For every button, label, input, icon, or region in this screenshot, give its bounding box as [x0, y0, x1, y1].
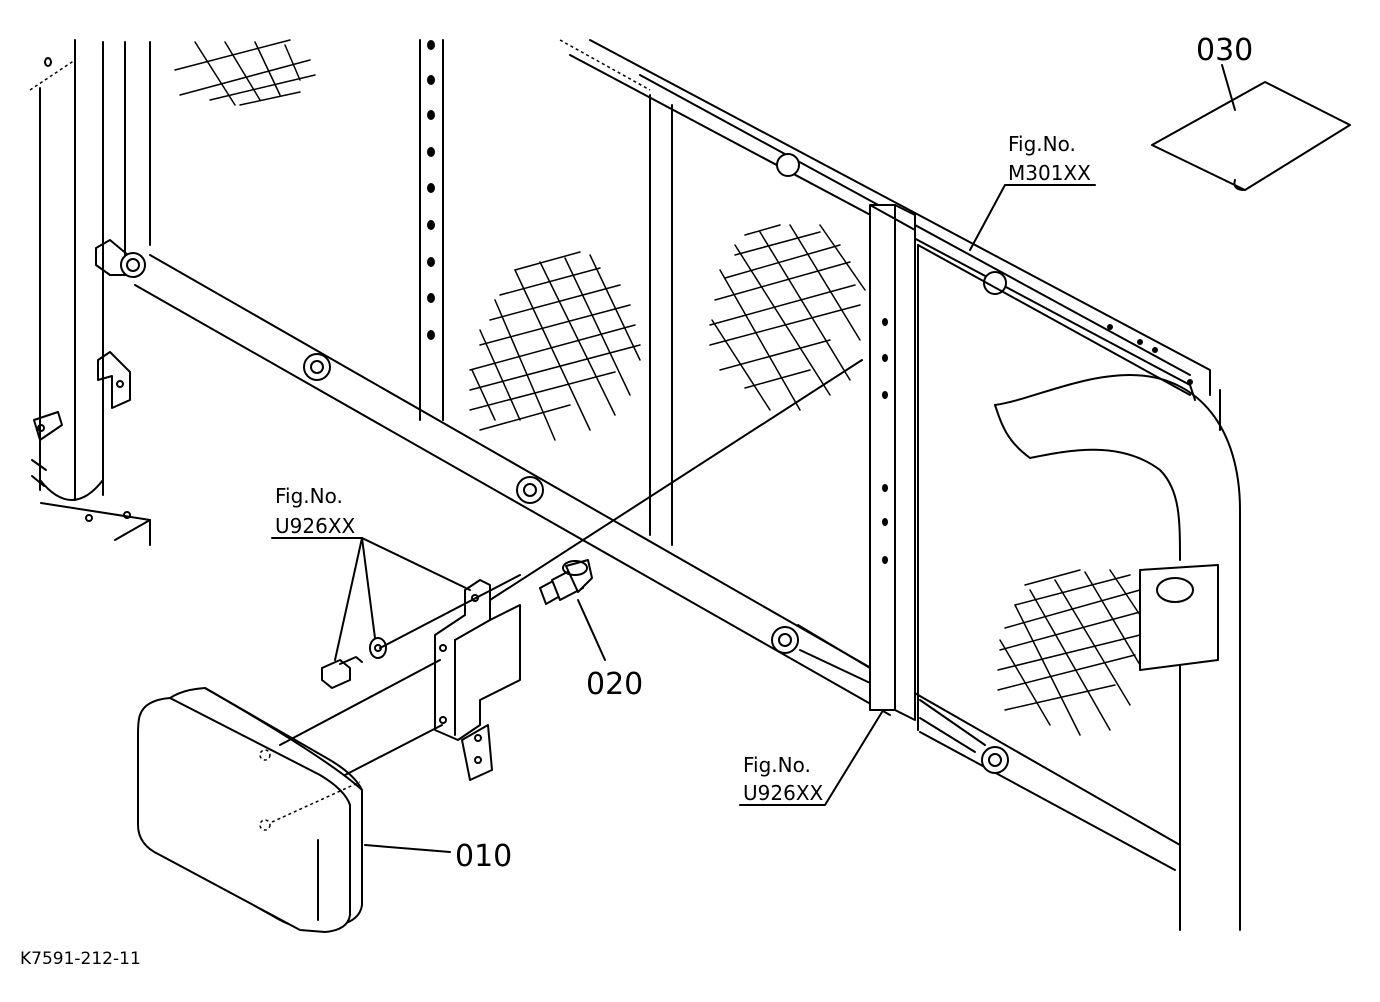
mesh-center-left	[469, 251, 641, 441]
callout-leaders	[271, 184, 1096, 853]
callout-010: 010	[455, 839, 512, 874]
label-sheet-030	[1151, 64, 1351, 191]
bottom-rail	[134, 254, 1181, 871]
bolt-and-washer	[321, 574, 521, 689]
ref-bottom-figno: Fig.No.	[743, 753, 811, 777]
callout-020: 020	[586, 667, 643, 702]
drawing-id: K7591-212-11	[20, 949, 141, 969]
assembly-leaders	[489, 359, 863, 601]
ref-left-code: U926XX	[275, 514, 356, 538]
vertical-bracket-bar	[869, 204, 916, 721]
left-frame	[29, 39, 151, 546]
ref-right-figno: Fig.No.	[1008, 132, 1076, 156]
lamp-bracket	[434, 579, 521, 781]
mesh-bottom-right	[997, 569, 1141, 736]
connector-020	[539, 559, 593, 605]
middle-posts	[442, 94, 673, 546]
ref-left-figno: Fig.No.	[275, 484, 343, 508]
callout-030: 030	[1196, 33, 1253, 68]
ref-right-code: M301XX	[1008, 161, 1091, 185]
mesh-top-left	[174, 39, 316, 106]
slotted-post	[419, 39, 444, 421]
ref-bottom-code: U926XX	[743, 781, 824, 805]
lamp-010	[137, 659, 443, 933]
right-panel-frame	[917, 244, 1241, 931]
mesh-center-right	[709, 224, 866, 411]
